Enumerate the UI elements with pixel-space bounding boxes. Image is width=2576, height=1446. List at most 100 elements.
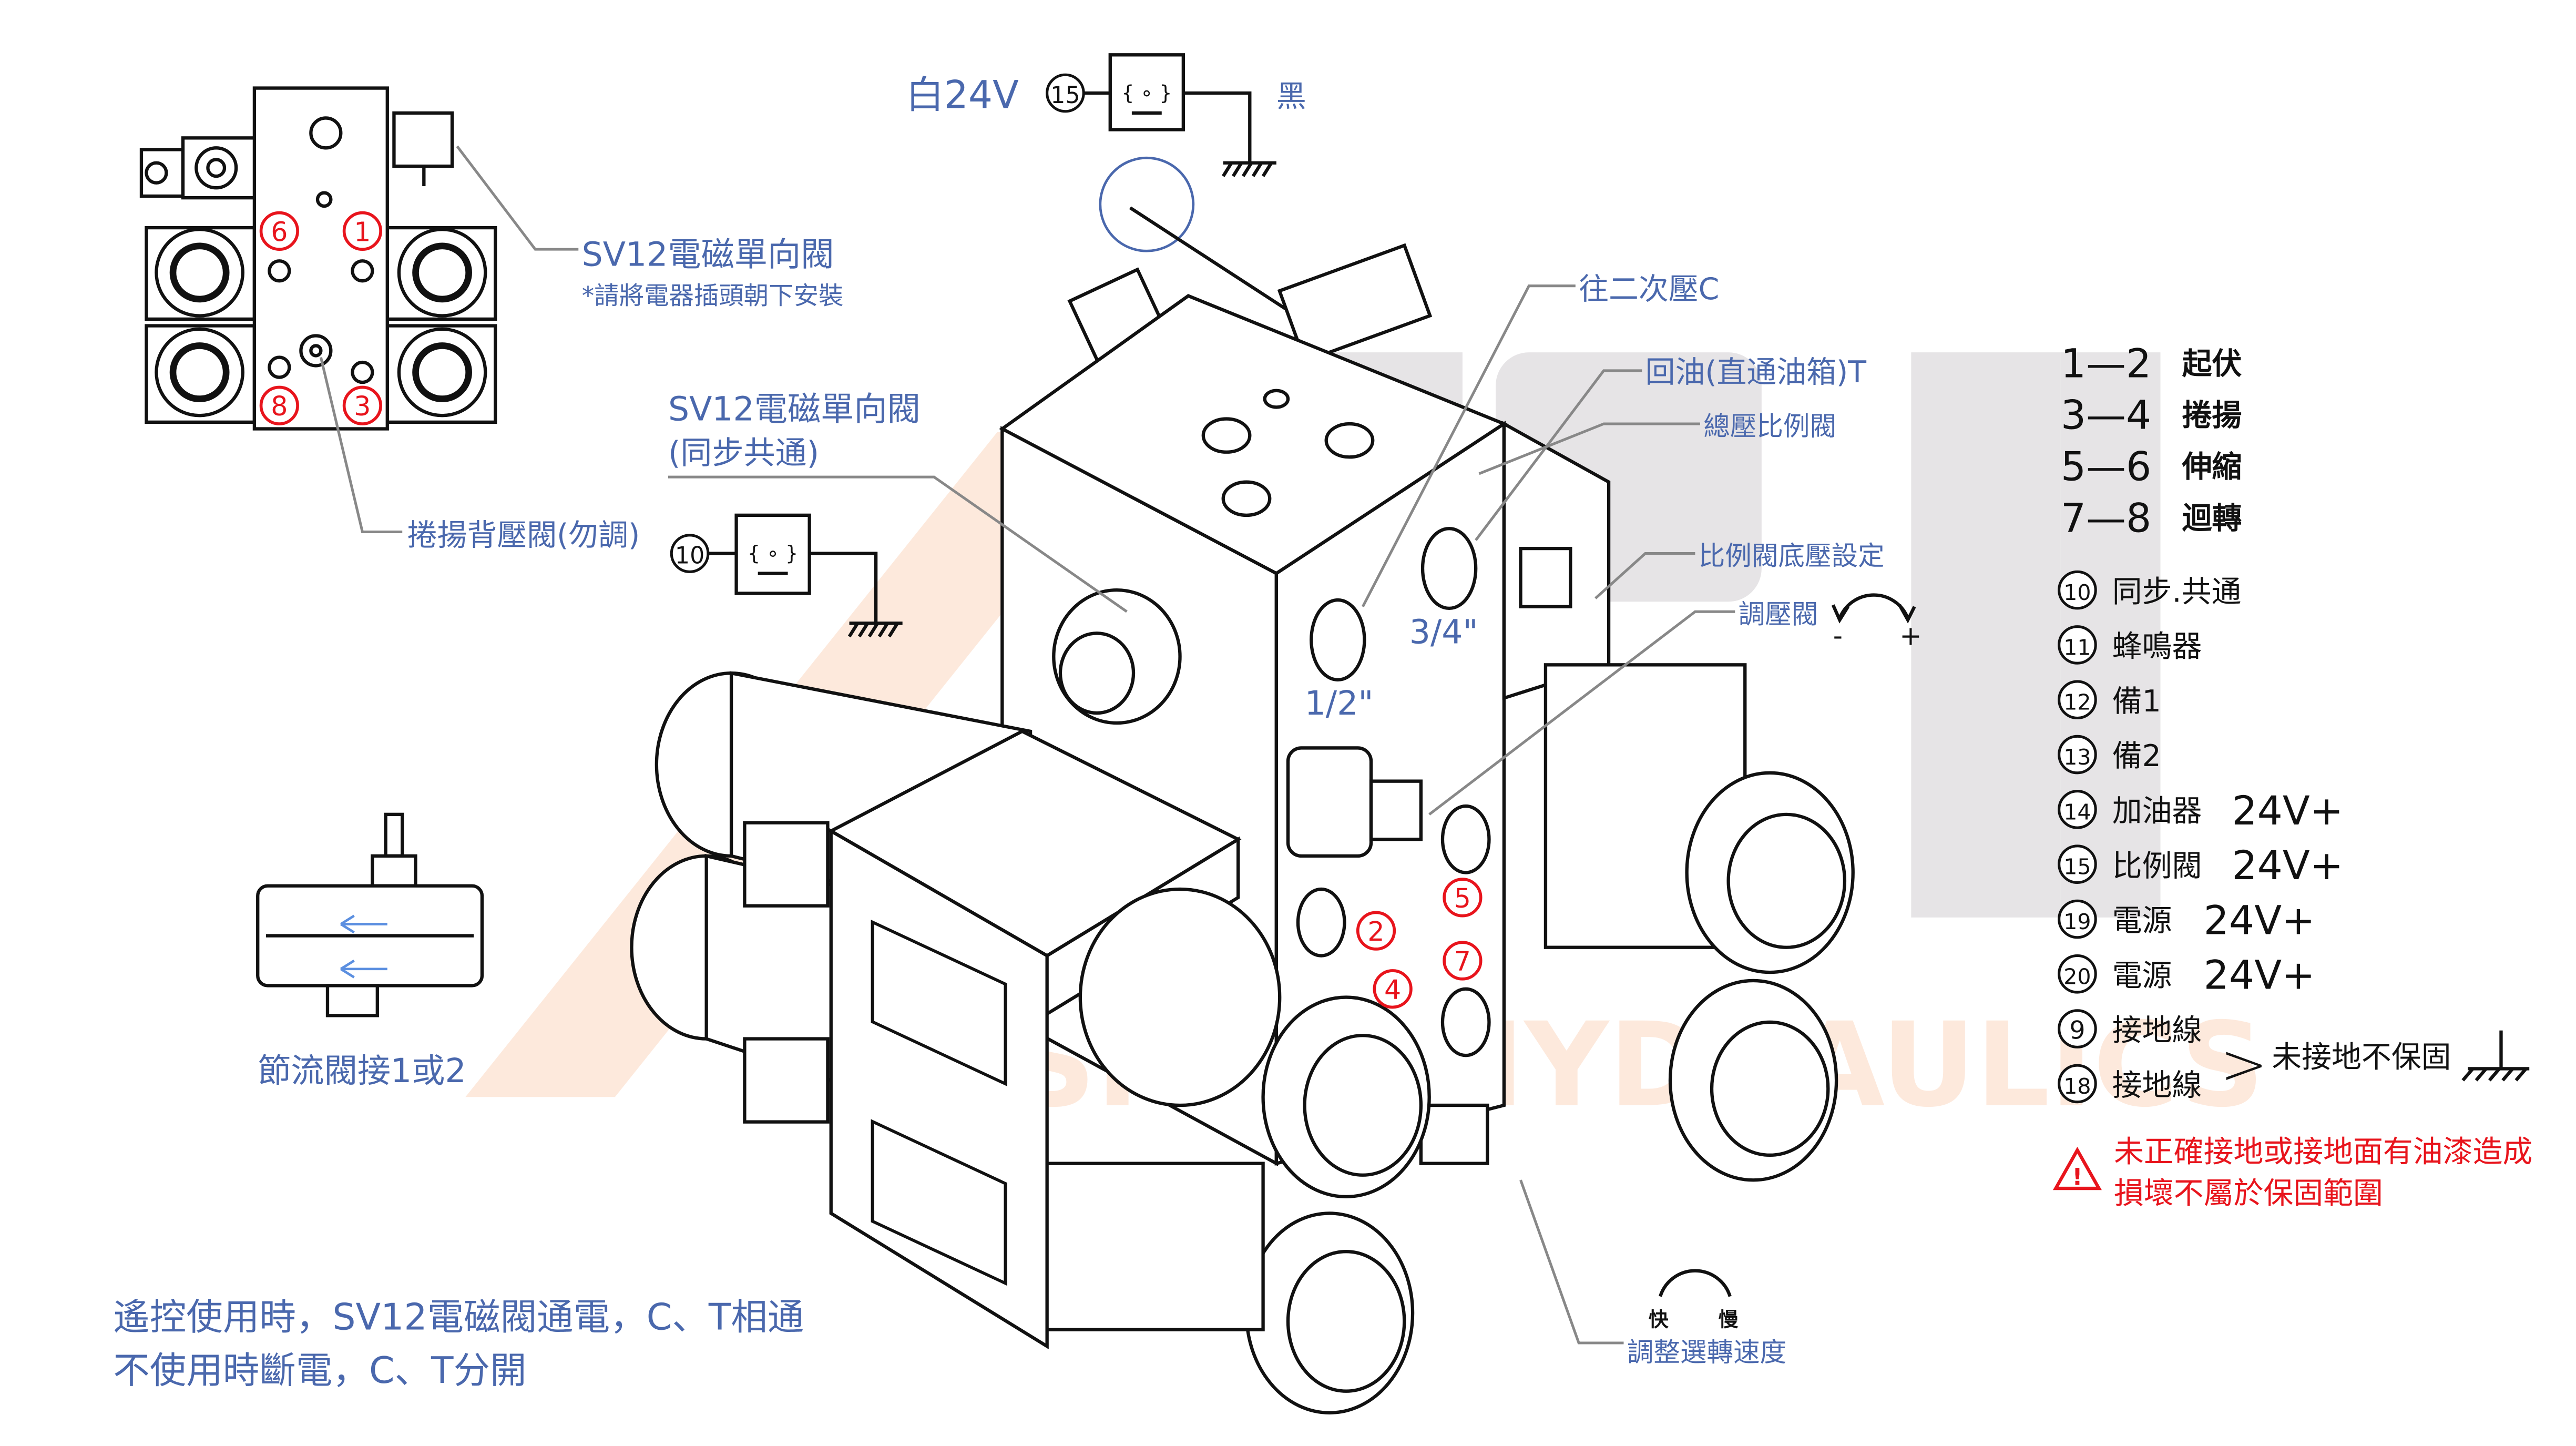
wire-voltage: 24V+ (2204, 952, 2315, 999)
port-size-half: 1/2" (1305, 684, 1374, 722)
wire-voltage: 24V+ (2204, 897, 2315, 943)
wire-number: 11 (2063, 635, 2091, 660)
port-mark: 2 (1367, 916, 1384, 947)
wire-label: 接地線 (2112, 1068, 2202, 1103)
wire-label: 備1 (2112, 684, 2161, 719)
block-port-marks: 2 5 7 4 (1356, 878, 1483, 1009)
wire-label: 蜂鳴器 (2112, 629, 2202, 664)
svg-text:伸縮: 伸縮 (2182, 450, 2242, 484)
wire-number: 15 (2063, 854, 2091, 880)
wire-legend-item: 12 備1 (2058, 680, 2161, 720)
wire-number-circle (2058, 1009, 2097, 1048)
wire-number-circle (2058, 735, 2097, 775)
wire-legend-item: 9 接地線 (2058, 1009, 2202, 1048)
wire-legend-item: 11 蜂鳴器 (2058, 625, 2202, 665)
wire-number: 19 (2063, 909, 2091, 934)
ground-icon (2461, 1030, 2530, 1082)
black-wire-label: 黑 (1276, 79, 1306, 114)
throttle-valve-drawing (256, 812, 484, 1017)
remote-note-line1: 遙控使用時，SV12電磁閥通電，C、T相通 (113, 1296, 804, 1339)
install-note: *請將電器插頭朝下安裝 (582, 281, 844, 310)
top-view-port-marks: 6 1 8 3 (259, 211, 382, 425)
wire-number-circle (2058, 1064, 2097, 1104)
port-mark: 4 (1384, 974, 1401, 1005)
wire-number-circle (2058, 954, 2097, 994)
throttle-note: 節流閥接1或2 (258, 1051, 466, 1090)
svg-text:迴轉: 迴轉 (2182, 501, 2242, 536)
minus-label: - (1833, 620, 1843, 651)
svg-text:5—6: 5—6 (2061, 444, 2151, 490)
top-view-drawing (139, 86, 497, 431)
svg-text:7—8: 7—8 (2061, 495, 2151, 541)
plus-label: + (1899, 620, 1921, 651)
warning-line2: 損壞不屬於保固範圍 (2114, 1176, 2383, 1211)
wire-number-circle (2058, 790, 2097, 829)
svg-text:{ ∘ }: { ∘ } (748, 542, 798, 565)
adjust-arrow-icon (1838, 593, 1909, 619)
port-mark: 3 (354, 391, 371, 422)
wire-label: 備2 (2112, 739, 2161, 773)
winch-backpressure-label: 捲揚背壓閥(勿調) (407, 518, 640, 553)
wire-number-circle (2058, 570, 2097, 610)
svg-text:3—4: 3—4 (2061, 392, 2151, 439)
svg-text:捲揚: 捲揚 (2182, 398, 2242, 433)
legend-pair: 3—4 捲揚 (2061, 392, 2242, 439)
wire-number-circle (2058, 625, 2097, 665)
sync-common-label: (同步共通) (668, 435, 819, 472)
port-mark: 8 (271, 391, 288, 422)
svg-text:{ ∘ }: { ∘ } (1121, 82, 1172, 105)
return-oil-t-label: 回油(直通油箱)T (1645, 355, 1867, 390)
wire-label: 比例閥 (2112, 849, 2202, 883)
legend-pair: 5—6 伸縮 (2061, 444, 2242, 490)
wire-label: 加油器 (2112, 793, 2202, 828)
connector-10: 10 { ∘ } (670, 513, 903, 638)
port-mark: 5 (1454, 883, 1471, 914)
speed-arrow-icon (1659, 1269, 1732, 1297)
wire-label: 同步.共通 (2112, 574, 2242, 609)
wire-number: 10 (2063, 580, 2091, 605)
wire-label: 接地線 (2112, 1013, 2202, 1048)
port-mark: 7 (1454, 946, 1471, 977)
fast-label: 快 (1649, 1308, 1669, 1331)
wire-legend-item: 15 比例閥 24V+ (2058, 842, 2343, 889)
wire-number: 20 (2063, 964, 2091, 989)
port-mark: 6 (271, 216, 288, 247)
relief-valve-label: 調壓閥 (1739, 598, 1818, 629)
highlight-circle (1099, 156, 1195, 252)
wire-number-circle (2058, 680, 2097, 720)
wire-voltage: 24V+ (2232, 842, 2343, 889)
svg-text:起伏: 起伏 (2182, 347, 2242, 381)
warning-icon: ! (2052, 1146, 2102, 1191)
wire-number: 13 (2063, 745, 2091, 770)
wire-number-circle (2058, 899, 2097, 939)
no-ground-no-warranty: 未接地不保固 (2272, 1040, 2451, 1074)
slow-label: 慢 (1719, 1308, 1739, 1331)
wire-number: 14 (2063, 799, 2091, 824)
svg-text:1—2: 1—2 (2061, 341, 2151, 387)
wire-legend-item: 14 加油器 24V+ (2058, 788, 2343, 834)
wire-voltage: 24V+ (2232, 788, 2343, 834)
wire-legend-item: 10 同步.共通 (2058, 570, 2242, 610)
secondary-pressure-c-label: 往二次壓C (1579, 272, 1719, 307)
white-24v-label: 白24V (906, 73, 1019, 117)
wire-number: 18 (2063, 1074, 2091, 1099)
wire-number: 12 (2063, 690, 2091, 715)
remote-note-line2: 不使用時斷電，C、T分開 (113, 1349, 526, 1392)
legend-pair: 7—8 迴轉 (2061, 495, 2242, 541)
port-size-three-quarter: 3/4" (1409, 612, 1478, 651)
legend-pair: 1—2 起伏 (2061, 341, 2242, 387)
connector-number: 10 (675, 543, 704, 569)
warning-line1: 未正確接地或接地面有油漆造成 (2114, 1134, 2532, 1169)
wire-legend-item: 18 接地線 (2058, 1064, 2202, 1104)
speed-adjust-label: 調整選轉速度 (1627, 1337, 1786, 1368)
sv12-sync-valve-label: SV12電磁單向閥 (668, 390, 921, 429)
svg-text:!: ! (2072, 1164, 2082, 1191)
port-mark: 1 (354, 216, 371, 247)
manifold-drawing (630, 206, 1855, 1414)
wire-number: 9 (2069, 1016, 2085, 1045)
connector-15: 白24V 15 { ∘ } 黑 (906, 53, 1306, 177)
